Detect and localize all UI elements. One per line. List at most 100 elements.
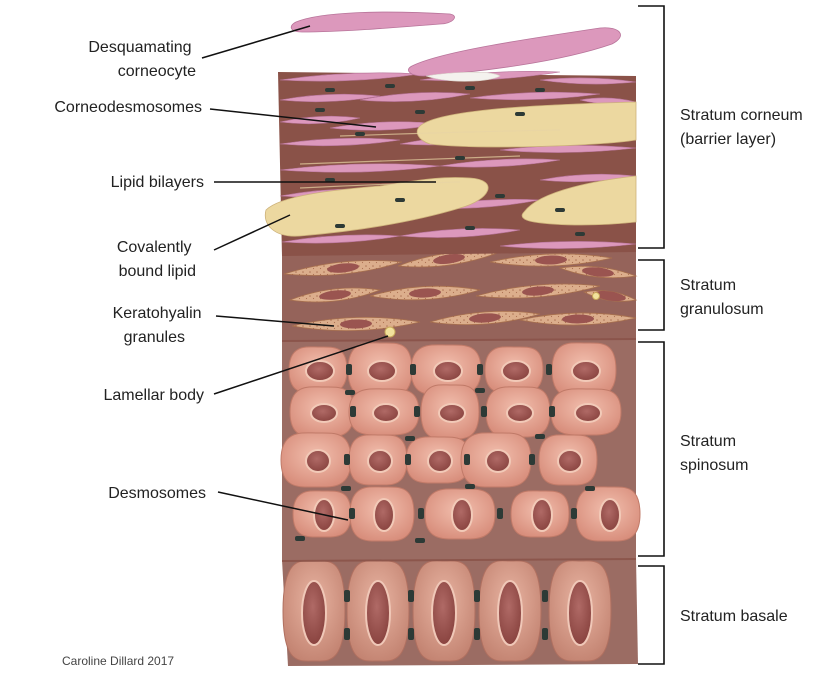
spinous-nucleus xyxy=(428,450,452,472)
desquamating-corneocyte xyxy=(291,12,454,32)
desmosome xyxy=(475,388,485,393)
label-stratum-granulosum: Stratum granulosum xyxy=(680,277,764,318)
stratum-granulosum-cells xyxy=(282,246,636,342)
spinous-nucleus xyxy=(575,404,601,422)
desmosome xyxy=(408,628,414,640)
corneodesmosome xyxy=(455,156,465,160)
artist-credit: Caroline Dillard 2017 xyxy=(62,654,174,668)
desmosome xyxy=(535,434,545,439)
label-lamellar-body: Lamellar body xyxy=(104,387,205,404)
desmosome xyxy=(474,628,480,640)
desmosome xyxy=(464,454,470,465)
stratum-basale-cells xyxy=(282,558,638,666)
label-lipid-bilayers: Lipid bilayers xyxy=(111,174,204,191)
spinous-nucleus xyxy=(600,499,620,531)
spinous-nucleus xyxy=(486,450,510,472)
basal-nucleus xyxy=(432,581,456,645)
desmosome xyxy=(529,454,535,465)
corneodesmosome xyxy=(555,208,565,212)
desmosome xyxy=(346,364,352,375)
spinous-nucleus xyxy=(368,361,396,381)
corneodesmosome xyxy=(575,232,585,236)
spinous-nucleus xyxy=(311,404,337,422)
basal-nucleus xyxy=(498,581,522,645)
desmosome xyxy=(350,406,356,417)
desmosome xyxy=(345,390,355,395)
bracket-stratum-basale xyxy=(638,566,664,664)
desmosome xyxy=(349,508,355,519)
corneodesmosome xyxy=(465,86,475,90)
desmosome xyxy=(414,406,420,417)
basal-nucleus xyxy=(302,581,326,645)
corneodesmosome xyxy=(465,226,475,230)
spinous-nucleus xyxy=(306,361,334,381)
spinous-nucleus xyxy=(439,404,465,422)
label-stratum-spinosum: Stratum spinosum xyxy=(680,433,748,474)
desmosome xyxy=(571,508,577,519)
desmosome xyxy=(585,486,595,491)
stratum-spinosum-cells xyxy=(281,338,640,562)
desmosome xyxy=(546,364,552,375)
stratum-corneum-cells xyxy=(265,12,636,256)
leader-line-desquamating xyxy=(202,26,310,58)
spinous-nucleus xyxy=(502,361,530,381)
basal-nucleus xyxy=(366,581,390,645)
label-stratum-corneum: Stratum corneum (barrier layer) xyxy=(680,107,807,148)
bracket-stratum-granulosum xyxy=(638,260,664,330)
bracket-stratum-corneum xyxy=(638,6,664,248)
spinous-nucleus xyxy=(374,499,394,531)
corneodesmosome xyxy=(335,224,345,228)
desmosome xyxy=(474,590,480,602)
spinous-nucleus xyxy=(507,404,533,422)
desmosome xyxy=(344,590,350,602)
desmosome xyxy=(405,436,415,441)
corneodesmosome xyxy=(315,108,325,112)
basal-nucleus xyxy=(568,581,592,645)
spinous-nucleus xyxy=(368,450,392,472)
spinous-nucleus xyxy=(572,361,600,381)
label-desmosomes: Desmosomes xyxy=(108,485,206,502)
desmosome xyxy=(408,590,414,602)
desmosome xyxy=(405,454,411,465)
corneodesmosome xyxy=(535,88,545,92)
spinous-nucleus xyxy=(558,450,582,472)
desmosome xyxy=(542,628,548,640)
desmosome xyxy=(341,486,351,491)
label-stratum-basale: Stratum basale xyxy=(680,608,788,625)
lamellar-body xyxy=(385,327,395,337)
corneodesmosome xyxy=(385,84,395,88)
lamellar-body xyxy=(593,293,600,300)
label-covalently-bound-lipid: Covalently bound lipid xyxy=(117,239,196,280)
desquamating-corneocyte xyxy=(408,28,620,76)
desmosome xyxy=(410,364,416,375)
desmosome xyxy=(418,508,424,519)
corneodesmosome xyxy=(325,88,335,92)
layer-brackets xyxy=(638,6,664,664)
corneodesmosome xyxy=(495,194,505,198)
desmosome xyxy=(477,364,483,375)
spinous-nucleus xyxy=(532,499,552,531)
spinous-nucleus xyxy=(452,499,472,531)
desmosome xyxy=(295,536,305,541)
desmosome xyxy=(549,406,555,417)
desmosome xyxy=(415,538,425,543)
corneodesmosome xyxy=(415,110,425,114)
desmosome xyxy=(481,406,487,417)
desmosome xyxy=(344,628,350,640)
desmosome xyxy=(497,508,503,519)
corneodesmosome xyxy=(515,112,525,116)
corneodesmosome xyxy=(395,198,405,202)
desmosome xyxy=(465,484,475,489)
label-keratohyalin-granules: Keratohyalin granules xyxy=(113,305,206,346)
spinous-nucleus xyxy=(434,361,462,381)
spinous-nucleus xyxy=(373,404,399,422)
spinous-nucleus xyxy=(306,450,330,472)
skin-tissue-illustration xyxy=(265,12,640,666)
bracket-stratum-spinosum xyxy=(638,342,664,556)
label-desquamating-corneocyte: Desquamating corneocyte xyxy=(88,39,196,80)
desmosome xyxy=(344,454,350,465)
corneodesmosome xyxy=(355,132,365,136)
desmosome xyxy=(542,590,548,602)
label-corneodesmosomes: Corneodesmosomes xyxy=(54,99,202,116)
